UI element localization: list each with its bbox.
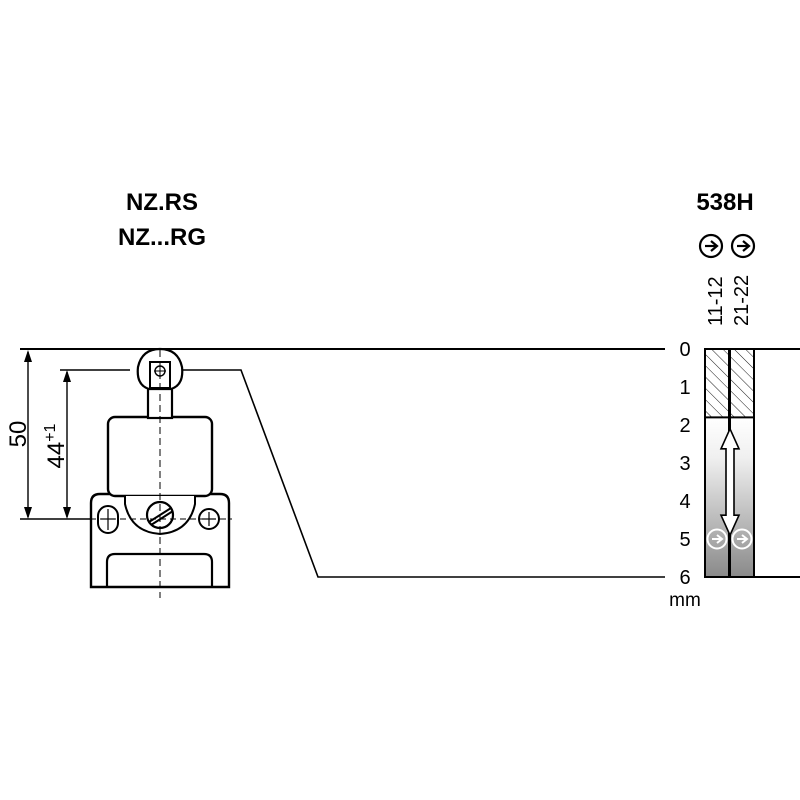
travel-tick-label: 2 bbox=[679, 415, 690, 437]
positive-opening-icon bbox=[698, 233, 724, 259]
travel-arrow-icon bbox=[719, 426, 741, 538]
reference-line-bottom bbox=[182, 369, 665, 578]
travel-tick-label: 3 bbox=[679, 453, 690, 475]
travel-tick-label: 1 bbox=[679, 377, 690, 399]
dimension-actuator-label: 44+1 bbox=[42, 423, 70, 468]
diagram-code: 538H bbox=[696, 189, 753, 216]
travel-tick-label: 4 bbox=[679, 491, 690, 513]
model-title-line1: NZ.RS bbox=[126, 189, 198, 216]
travel-tick-label: 6 bbox=[679, 567, 690, 589]
travel-tick-label: 0 bbox=[679, 339, 690, 361]
dimension-actuator bbox=[60, 369, 130, 519]
travel-unit-label: mm bbox=[669, 590, 701, 611]
travel-scale-ticks: 0 1 2 3 4 5 6 bbox=[679, 339, 690, 589]
model-title-line2: NZ...RG bbox=[118, 224, 206, 251]
positive-opening-icon bbox=[706, 528, 728, 550]
travel-tick-label: 5 bbox=[679, 529, 690, 551]
contact-label-11-12: 11-12 bbox=[705, 276, 727, 326]
contact-open-zone bbox=[730, 349, 754, 418]
positive-opening-icon bbox=[730, 233, 756, 259]
contact-open-zone bbox=[705, 349, 729, 418]
contact-travel-diagram bbox=[704, 348, 755, 578]
dimension-overall-label: 50 bbox=[5, 421, 32, 448]
dimension-overall bbox=[20, 350, 98, 520]
positive-opening-icon bbox=[731, 528, 753, 550]
dimension-actuator-tolerance: +1 bbox=[42, 423, 59, 441]
contact-label-21-22: 21-22 bbox=[731, 275, 753, 326]
plunger bbox=[146, 384, 174, 420]
